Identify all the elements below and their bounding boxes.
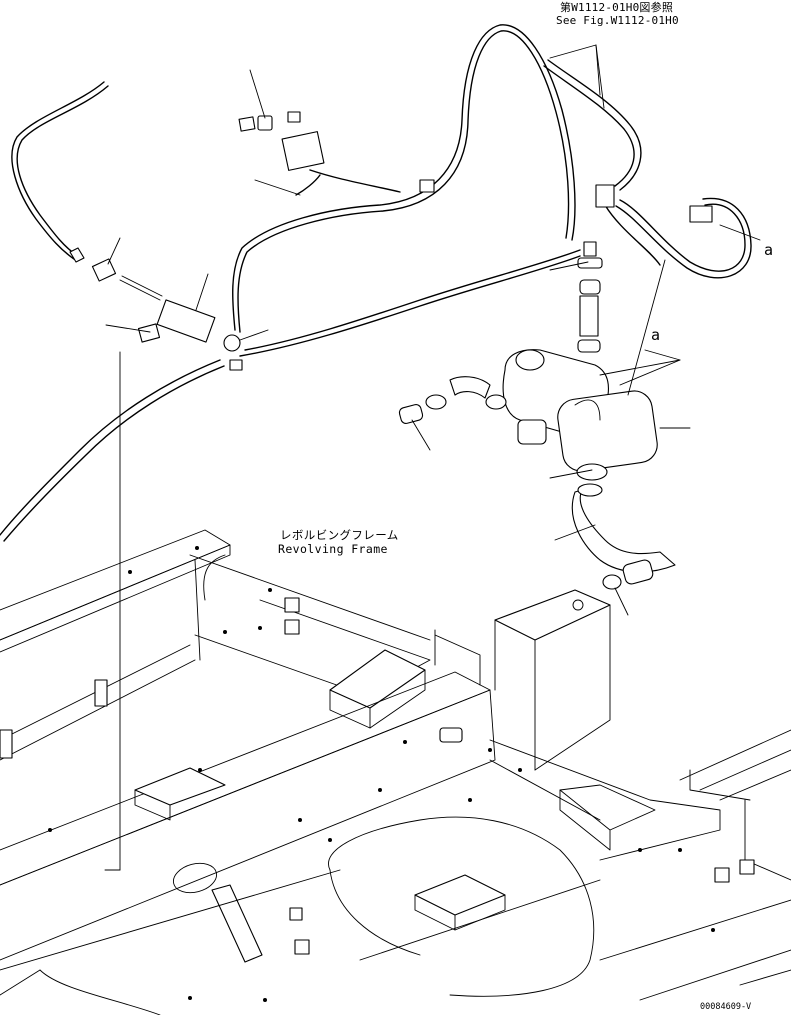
drawing-code: 00084609-V	[700, 1002, 752, 1012]
frame-label-jp: レボルビングフレーム	[280, 528, 399, 542]
figure-reference-jp: 第W1112-01H0図参照	[560, 1, 674, 14]
heater-assembly	[398, 44, 761, 616]
frame-label-en: Revolving Frame	[278, 542, 388, 556]
callout-a-harness: a	[764, 241, 774, 259]
revolving-frame	[0, 529, 791, 1015]
wiring-harness	[0, 24, 752, 542]
callout-a-heater: a	[651, 326, 661, 344]
fitting-components	[69, 69, 713, 871]
figure-reference-en: See Fig.W1112-01H0	[556, 14, 679, 27]
